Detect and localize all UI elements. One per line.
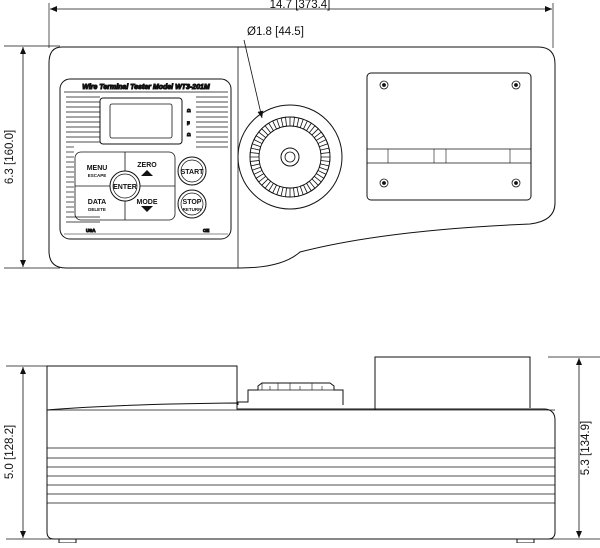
knob-tooth xyxy=(305,180,316,192)
side-foot-left xyxy=(58,539,77,544)
side-display-block xyxy=(47,365,238,403)
knob-tooth xyxy=(251,166,263,175)
knob-tooth xyxy=(280,116,287,128)
knob-dimension: Ø1.8 [44.5] xyxy=(243,26,304,119)
knob-tooth xyxy=(320,156,331,162)
side-main-body xyxy=(46,366,556,540)
knob-tooth xyxy=(319,147,331,154)
control-panel xyxy=(59,78,232,240)
side-total-height-label: 5.3 [134.9] xyxy=(580,421,592,475)
knob-tooth xyxy=(302,120,312,132)
side-foot-right xyxy=(516,539,535,544)
knob-tooth xyxy=(264,122,275,134)
display-icon-3: Ω xyxy=(187,132,191,137)
knob-tooth xyxy=(315,169,327,179)
knob-tooth xyxy=(261,178,272,189)
mode-button-label: MODE xyxy=(137,199,158,206)
enter-button-label: ENTER xyxy=(113,184,137,191)
knob-diameter-label: Ø1.8 [44.5] xyxy=(247,26,304,38)
housing-outline xyxy=(48,46,556,269)
knob-tooth xyxy=(299,184,308,196)
knob-tooth xyxy=(317,139,329,148)
top-height-dimension: 6.3 [160.0] xyxy=(4,45,60,269)
side-view xyxy=(46,356,556,544)
stop-button-sublabel: RETURN xyxy=(183,207,202,212)
knob-tooth xyxy=(258,128,269,139)
side-body-height-label: 5.0 [128.2] xyxy=(4,425,16,479)
knob-top[interactable] xyxy=(237,104,343,210)
down-arrow-icon xyxy=(141,206,153,212)
menu-button[interactable]: MENU ESCAPE xyxy=(87,165,108,178)
side-total-height-dimension: 5.3 [134.9] xyxy=(548,356,600,540)
side-height-dimension: 5.0 [128.2] xyxy=(4,365,60,540)
data-button-label: DATA xyxy=(88,199,106,206)
start-button-label: START xyxy=(181,169,205,176)
side-knob[interactable] xyxy=(237,382,344,405)
knob-tooth xyxy=(276,185,284,197)
up-arrow-icon xyxy=(141,170,153,176)
zero-button-label: ZERO xyxy=(137,162,157,169)
country-label: USA xyxy=(86,228,96,233)
enter-button[interactable]: ENTER xyxy=(109,170,141,202)
knob-tooth xyxy=(253,135,265,145)
overall-width-label: 14.7 [373.4] xyxy=(270,0,331,11)
knob-tooth xyxy=(250,143,262,151)
mounting-screws xyxy=(379,80,521,188)
knob-tooth xyxy=(249,160,261,167)
panel-header: Wire Terminal Tester Model WT3-201M xyxy=(82,84,210,91)
top-view: Wire Terminal Tester Model WT3-201M Ω μ … xyxy=(48,46,556,269)
knob-tooth xyxy=(311,175,322,186)
knob-tooth xyxy=(313,131,325,142)
knob-tooth xyxy=(268,182,278,194)
knob-tooth xyxy=(296,117,304,129)
data-button-sublabel: DELETE xyxy=(88,207,106,212)
menu-button-label: MENU xyxy=(87,165,108,172)
display-icon-1: Ω xyxy=(187,108,191,113)
lcd-display xyxy=(99,97,183,145)
side-ribs xyxy=(47,457,555,504)
display-icon-2: μ xyxy=(187,120,190,125)
side-fixture-block xyxy=(374,356,531,410)
menu-button-sublabel: ESCAPE xyxy=(88,173,107,178)
knob-tooth xyxy=(318,163,330,171)
stop-button[interactable]: STOP RETURN xyxy=(177,189,207,219)
start-button[interactable]: START xyxy=(177,156,207,186)
width-dimension: 14.7 [373.4] xyxy=(48,0,554,48)
zero-button[interactable]: ZERO xyxy=(137,162,157,176)
stop-button-label: STOP xyxy=(183,199,202,206)
knob-tooth xyxy=(293,186,300,198)
knob-tooth xyxy=(285,187,291,198)
knob-tooth xyxy=(308,125,319,136)
knob-tooth xyxy=(255,172,267,183)
data-button[interactable]: DATA DELETE xyxy=(88,199,106,212)
ce-mark: CE xyxy=(203,228,209,233)
knob-tooth xyxy=(249,152,260,158)
knob-tooth xyxy=(272,118,281,130)
grip-ribs xyxy=(66,96,228,223)
knob-grip-teeth xyxy=(249,116,331,198)
knob-tooth xyxy=(289,116,295,127)
crimp-fixture xyxy=(366,72,532,201)
top-view-height-label: 6.3 [160.0] xyxy=(4,130,16,184)
mode-button[interactable]: MODE xyxy=(137,199,158,212)
